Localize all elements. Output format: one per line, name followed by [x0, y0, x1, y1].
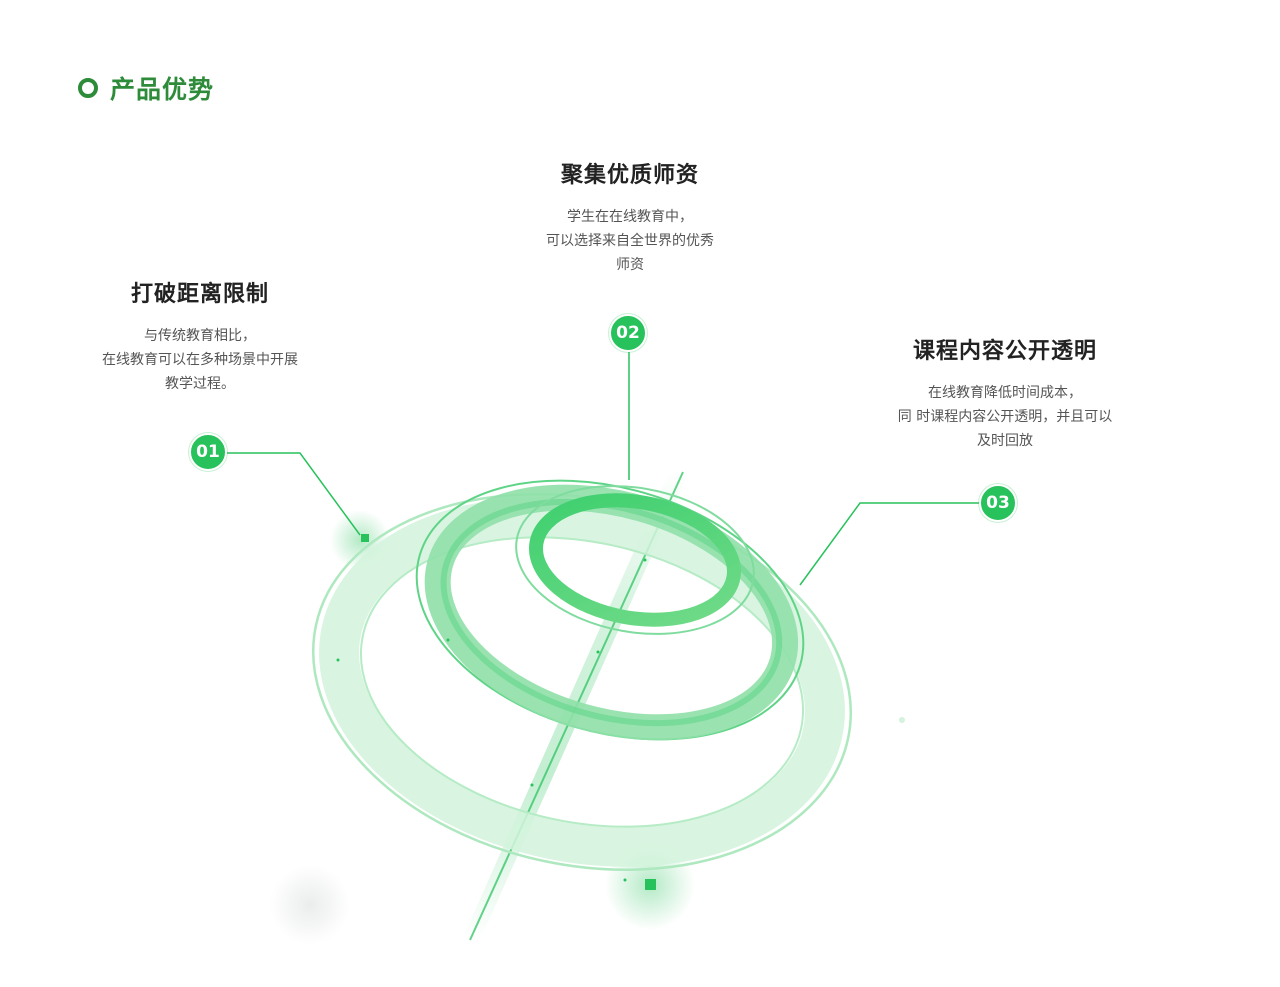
particle [446, 638, 450, 642]
feature-block-01: 打破距离限制 与传统教育相比， 在线教育可以在多种场景中开展 教学过程。 [50, 276, 350, 396]
number-badge-01: 01 [189, 433, 227, 471]
particle [623, 878, 627, 882]
feature-description-line: 教学过程。 [165, 376, 235, 392]
connector-line-01 [227, 452, 361, 536]
feature-description: 与传统教育相比， 在线教育可以在多种场景中开展 教学过程。 [50, 324, 350, 396]
feature-description: 在线教育降低时间成本， 同 时课程内容公开透明，并且可以 及时回放 [855, 381, 1155, 453]
feature-description-line: 学生在在线教育中， [567, 209, 693, 225]
section-header: 产品优势 [78, 70, 214, 106]
particle [645, 879, 656, 890]
feature-title: 打破距离限制 [130, 282, 269, 307]
particle [530, 783, 534, 787]
number-badge-02: 02 [609, 314, 647, 352]
particle [596, 650, 600, 654]
top-ring [515, 485, 755, 635]
particle [899, 717, 905, 723]
connector-line-03 [799, 502, 981, 586]
feature-description-line: 及时回放 [977, 433, 1033, 449]
feature-description-line: 同 时课程内容公开透明，并且可以 [897, 409, 1113, 425]
feature-description-line: 师资 [616, 257, 644, 273]
feature-description-line: 可以选择来自全世界的优秀 [546, 233, 714, 249]
feature-description: 学生在在线教育中， 可以选择来自全世界的优秀 师资 [480, 205, 780, 277]
glow-spot [270, 865, 350, 945]
feature-block-02: 聚集优质师资 学生在在线教育中， 可以选择来自全世界的优秀 师资 [480, 157, 780, 277]
section-title: 产品优势 [110, 75, 215, 104]
circle-icon [78, 78, 98, 98]
particle [361, 534, 369, 542]
particle [336, 658, 340, 662]
feature-block-03: 课程内容公开透明 在线教育降低时间成本， 同 时课程内容公开透明，并且可以 及时… [855, 333, 1155, 453]
feature-description-line: 在线教育降低时间成本， [928, 385, 1082, 401]
particle [643, 558, 647, 562]
feature-title: 聚集优质师资 [560, 163, 699, 188]
feature-title: 课程内容公开透明 [912, 339, 1097, 364]
feature-description-line: 在线教育可以在多种场景中开展 [102, 352, 298, 368]
number-badge-03: 03 [979, 484, 1017, 522]
feature-description-line: 与传统教育相比， [144, 328, 256, 344]
